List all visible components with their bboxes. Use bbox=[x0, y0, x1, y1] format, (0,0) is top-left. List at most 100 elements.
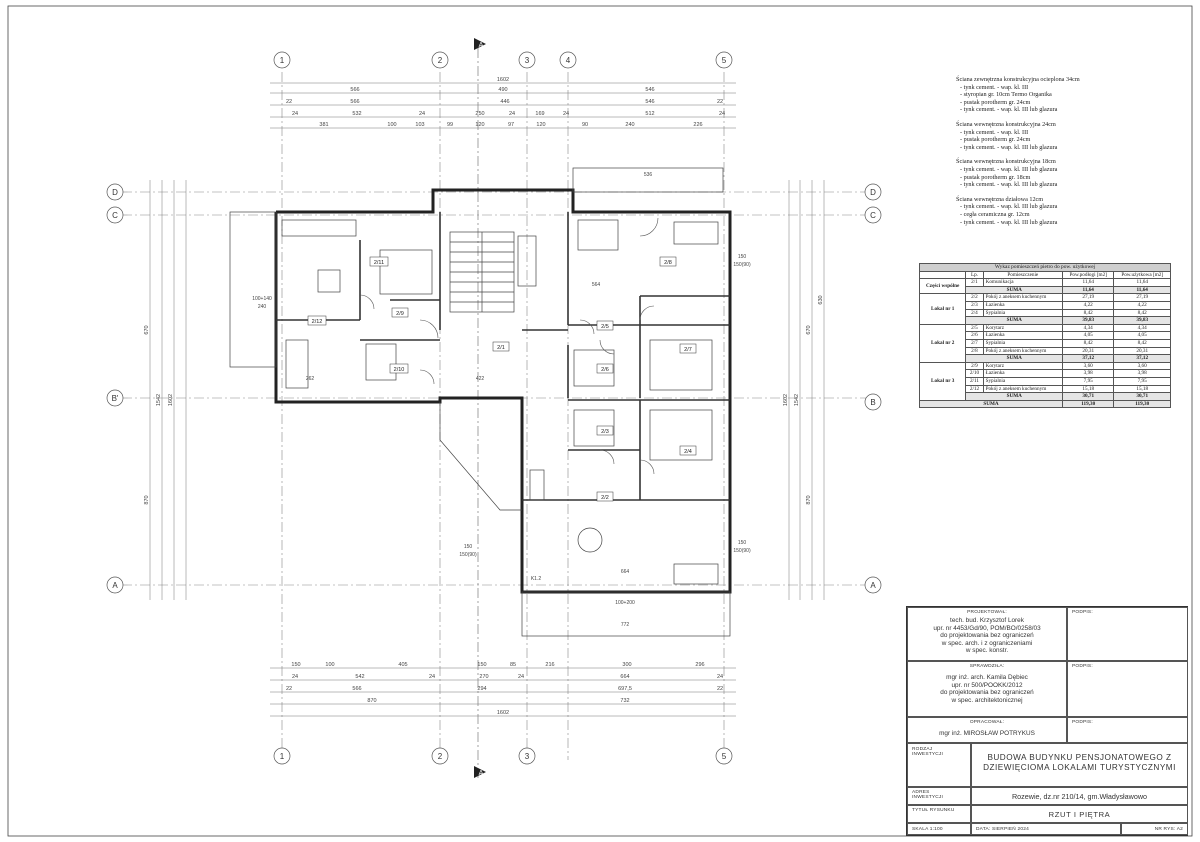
note-group: Ściana wewnętrzna konstrukcyjna 18cm - t… bbox=[956, 158, 1156, 188]
plan-annotation: 150 bbox=[738, 254, 747, 260]
table-cell: Łazienka bbox=[982, 369, 1064, 378]
dim-text: 1602 bbox=[168, 394, 174, 406]
dim-text: 542 bbox=[355, 674, 364, 680]
plan-annotation: K1.2 bbox=[531, 576, 542, 582]
table-cell: 15,18 bbox=[1113, 384, 1171, 394]
axis-bubble-C-left bbox=[106, 206, 124, 224]
date-cell: DATA: SIERPIEŃ 2024 bbox=[971, 823, 1121, 835]
bathroom-fixtures-3 bbox=[365, 343, 397, 381]
table-cell: 4,22 bbox=[1113, 300, 1171, 310]
table-cell: 4,22 bbox=[1062, 300, 1115, 310]
area-table-caption: Wykaz pomieszczeń pietro do pow. użytkow… bbox=[919, 263, 1171, 272]
dim-text: 97 bbox=[508, 122, 514, 128]
table-cell: 2/5 bbox=[965, 323, 984, 333]
dim-text: 294 bbox=[477, 686, 486, 692]
table-cell: Sypialnia bbox=[982, 338, 1064, 348]
address-cell: Rozewie, dz.nr 210/14, gm.Władysławowo bbox=[971, 787, 1188, 805]
author-name: mgr inż. MIROSŁAW POTRYKUS bbox=[939, 730, 1035, 737]
dim-text: 870 bbox=[806, 495, 812, 504]
dim-text: 546 bbox=[645, 99, 654, 105]
table-cell: 3,60 bbox=[1113, 361, 1171, 371]
table-cell: Korytarz bbox=[982, 323, 1064, 333]
dim-text: 22 bbox=[286, 686, 292, 692]
investment-type-label: RODZAJ INWESTYCJI bbox=[912, 747, 944, 757]
note-line: - cegła ceramiczna gr. 12cm bbox=[960, 210, 1030, 218]
axis-bubble-D-left bbox=[106, 183, 124, 201]
table-row: Lokal nr 1 2/2 Pokój z aneksem kuchennym… bbox=[918, 293, 1171, 325]
axis-bubble-5-bottom bbox=[715, 747, 733, 765]
dim-text: 1542 bbox=[794, 394, 800, 406]
dim-text: 870 bbox=[367, 698, 376, 704]
signature-label: PODPIS: bbox=[1072, 720, 1093, 725]
table-cell: Pokój z aneksem kuchennym bbox=[982, 293, 1064, 302]
group-name: Części wspólne bbox=[918, 278, 967, 295]
axis-label: 5 bbox=[722, 752, 727, 761]
note-heading: Ściana wewnętrzna konstrukcyjna 24cm bbox=[956, 120, 1056, 128]
balcony-bottom bbox=[521, 591, 731, 637]
bed bbox=[379, 249, 433, 295]
dim-text: 24 bbox=[419, 111, 425, 117]
table-cell: 11,64 bbox=[1113, 285, 1171, 295]
axis-label: D bbox=[870, 188, 876, 197]
note-group: Ściana zewnętrzna konstrukcyjna ocieplon… bbox=[956, 76, 1156, 114]
scale-cell: SKALA 1:100 bbox=[907, 823, 971, 835]
author-cell: OPRACOWAŁ: mgr inż. MIROSŁAW POTRYKUS bbox=[907, 717, 1067, 743]
note-line: - tynk cement. - wap. kl. III lub glazur… bbox=[960, 143, 1058, 151]
dim-text: 300 bbox=[622, 662, 631, 668]
dim-text: 405 bbox=[398, 662, 407, 668]
table-cell: Łazienka bbox=[982, 300, 1064, 310]
dim-text: 24 bbox=[509, 111, 515, 117]
note-line: - tynk cement. - wap. kl. III bbox=[960, 128, 1029, 136]
axis-label: C bbox=[112, 211, 118, 220]
room-label: 2/12 bbox=[312, 319, 323, 325]
designer-line: w spec. arch. i z ograniczeniami bbox=[941, 639, 1033, 647]
table-cell: SUMA bbox=[918, 399, 1064, 409]
dim-text: 566 bbox=[352, 686, 361, 692]
dim-text: 100 bbox=[387, 122, 396, 128]
note-line: - pustak porotherm gr. 18cm bbox=[960, 173, 1031, 181]
table-cell: Korytarz bbox=[982, 361, 1064, 371]
drawing-title-cell: RZUT I PIĘTRA bbox=[971, 805, 1188, 823]
table-cell: Pokój z aneksem kuchennym bbox=[982, 384, 1064, 394]
dim-text: 150 bbox=[477, 662, 486, 668]
designer-line: do projektowania bez ograniczeń bbox=[940, 632, 1034, 640]
dim-text: 24 bbox=[563, 111, 569, 117]
dim-text: 24 bbox=[292, 674, 298, 680]
table-row: Lokal nr 2 2/5 Korytarz 4,34 4,34 bbox=[918, 323, 1171, 363]
axis-label: B' bbox=[112, 394, 119, 403]
dim-text: 490 bbox=[498, 87, 507, 93]
signature-cell: PODPIS: bbox=[1067, 717, 1188, 743]
table-cell: 20,31 bbox=[1062, 346, 1115, 356]
axis-bubble-B-right bbox=[864, 393, 882, 411]
drawing-title-label-cell: TYTUŁ RYSUNKU bbox=[907, 805, 971, 823]
dim-text: 296 bbox=[695, 662, 704, 668]
table-cell: 7,95 bbox=[1062, 376, 1115, 386]
axis-bubble-2-top bbox=[431, 51, 449, 69]
note-line: - tynk cement. - wap. kl. III bbox=[960, 83, 1029, 91]
dim-text: 24 bbox=[719, 111, 725, 117]
dim-text: 22 bbox=[286, 99, 292, 105]
plan-annotation: 150(90) bbox=[459, 552, 477, 558]
dim-text: 24 bbox=[717, 674, 723, 680]
dim-text: 1602 bbox=[497, 77, 509, 83]
axis-bubble-1-top bbox=[273, 51, 291, 69]
room-label: 2/9 bbox=[396, 311, 404, 317]
group-name: Lokal nr 3 bbox=[918, 361, 967, 401]
axis-bubble-3-bottom bbox=[518, 747, 536, 765]
plan-annotation: 422 bbox=[476, 376, 485, 382]
designer-text: tech. bud. Krzysztof Lorek upr. nr 4453/… bbox=[908, 617, 1066, 655]
drawing-title: RZUT I PIĘTRA bbox=[1048, 810, 1111, 819]
axis-bubble-4-top bbox=[559, 51, 577, 69]
dim-text: 216 bbox=[545, 662, 554, 668]
table-cell: 11,64 bbox=[1062, 278, 1115, 287]
wall-notes: Ściana zewnętrzna konstrukcyjna ocieplon… bbox=[956, 76, 1156, 233]
balcony-top bbox=[572, 167, 724, 193]
axis-label: B bbox=[870, 398, 875, 407]
dim-text: 566 bbox=[350, 87, 359, 93]
axis-bubble-A-left bbox=[106, 576, 124, 594]
axis-bubble-1-bottom bbox=[273, 747, 291, 765]
axis-bubble-C-right bbox=[864, 206, 882, 224]
plan-annotation: 772 bbox=[621, 622, 630, 628]
table-cell: 2/8 bbox=[965, 346, 984, 356]
table-cell: 8,42 bbox=[1062, 308, 1115, 318]
